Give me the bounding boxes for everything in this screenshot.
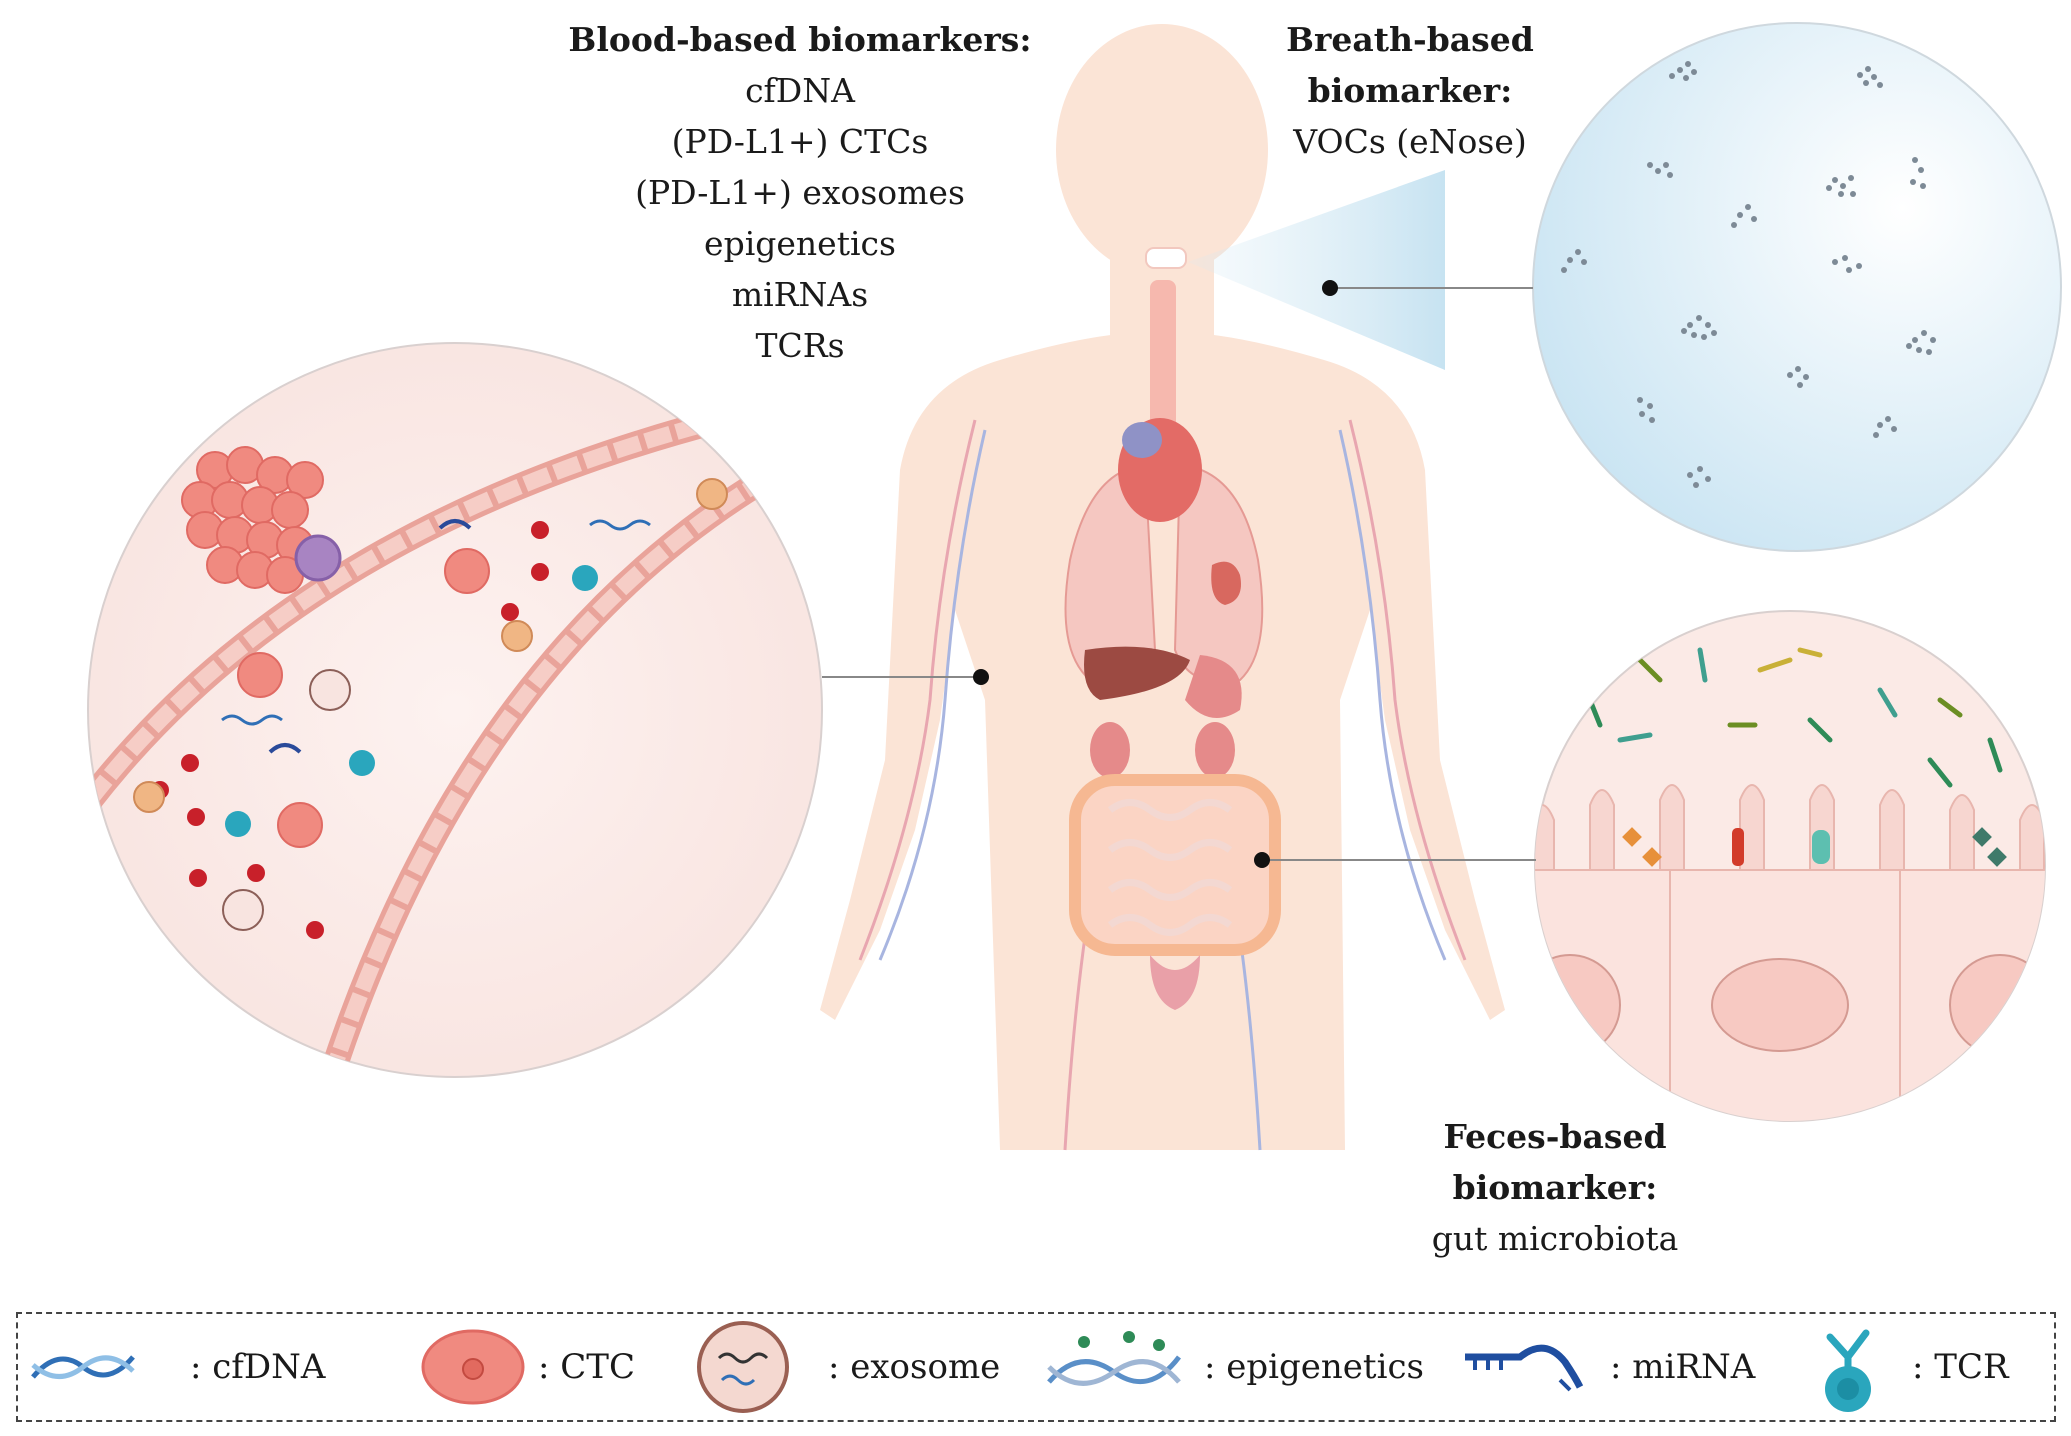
- blood-item: miRNAs: [731, 275, 869, 314]
- bladder: [1150, 955, 1200, 1010]
- vein-left-arm-blue: [878, 429, 987, 961]
- ctc-icon: [421, 1329, 525, 1405]
- vein-right-arm: [1348, 419, 1467, 961]
- tumor-cluster: [181, 446, 324, 594]
- pointer-dot-blood: [973, 669, 989, 685]
- cfdna-strands: [221, 519, 651, 726]
- blood-item: (PD-L1+) CTCs: [671, 122, 929, 161]
- nucleus: [1711, 958, 1849, 1052]
- vein-left-arm: [858, 419, 977, 961]
- legend-label: : miRNA: [1610, 1347, 1756, 1387]
- vessel-wall-lower-cells: [322, 463, 785, 1077]
- legend-item-epigenetics: : epigenetics: [1044, 1314, 1424, 1420]
- breath-beam: [1188, 170, 1445, 370]
- legend-item-ctc: : CTC: [418, 1314, 635, 1420]
- feces-heading-line1: Feces-based: [1443, 1117, 1667, 1156]
- blood-item: (PD-L1+) exosomes: [635, 173, 965, 212]
- mirna-icon: [1465, 1344, 1584, 1392]
- gut-cell-markers: [1622, 827, 2007, 867]
- cfdna-icon: [31, 1355, 135, 1379]
- feces-biomarker-label: Feces-based biomarker: gut microbiota: [1390, 1111, 1720, 1264]
- kidney-right: [1195, 722, 1235, 778]
- immune-cells: [133, 478, 728, 813]
- blood-biomarkers-label: Blood-based biomarkers: cfDNA (PD-L1+) C…: [510, 14, 1090, 371]
- legend-label: : TCR: [1912, 1347, 2009, 1387]
- blood-item: epigenetics: [704, 224, 896, 263]
- tcr-icon: [1825, 1329, 1871, 1412]
- large-intestine: [1069, 774, 1281, 956]
- lung-tumor: [1211, 561, 1241, 605]
- kidney-left: [1090, 722, 1130, 778]
- legend-label: : cfDNA: [190, 1347, 326, 1387]
- mirna-strands: [268, 519, 472, 754]
- epigenetics-icon: [1047, 1331, 1181, 1386]
- tcr-cells: [225, 565, 598, 837]
- feces-item: gut microbiota: [1431, 1219, 1679, 1258]
- torso-and-arms: [820, 331, 1505, 1150]
- blood-zoom-circle: [87, 342, 823, 1078]
- exosomes: [222, 669, 351, 931]
- pointer-dot-breath: [1322, 280, 1338, 296]
- gut-zoom-circle: [1534, 610, 2046, 1122]
- breath-zoom-circle: [1532, 22, 2062, 552]
- vein-right-arm-blue: [1338, 429, 1447, 961]
- liver: [1084, 646, 1190, 700]
- bacteria: [1587, 647, 2003, 788]
- legend-label: : epigenetics: [1204, 1347, 1424, 1387]
- breath-heading-line1: Breath-based: [1286, 20, 1534, 59]
- heart-vessels: [1122, 422, 1162, 458]
- macrophage: [294, 534, 342, 582]
- nasal-cavity: [1145, 247, 1187, 269]
- vessel-wall-upper-cells: [88, 412, 723, 805]
- trachea: [1150, 280, 1176, 430]
- pointer-dot-gut: [1254, 852, 1270, 868]
- head: [1056, 24, 1268, 276]
- small-intestine: [1107, 799, 1233, 936]
- legend-label: : exosome: [828, 1347, 1001, 1387]
- breath-heading-line2: biomarker:: [1307, 71, 1513, 110]
- ctc-cells: [237, 548, 490, 848]
- legend-label: : CTC: [538, 1347, 635, 1387]
- stomach: [1185, 655, 1242, 718]
- legend-box: : cfDNA : CTC : exosome : epigenetics: [16, 1312, 2056, 1422]
- human-body: [820, 24, 1505, 1151]
- connectors: [822, 287, 1536, 861]
- breath-biomarker-label: Breath-based biomarker: VOCs (eNose): [1260, 14, 1560, 167]
- legend-item-mirna: : miRNA: [1460, 1314, 1755, 1420]
- feces-heading-line2: biomarker:: [1452, 1168, 1658, 1207]
- exosome-icon: [697, 1321, 789, 1413]
- blood-item: cfDNA: [745, 71, 855, 110]
- blood-item: TCRs: [755, 326, 845, 365]
- blood-heading: Blood-based biomarkers:: [568, 20, 1032, 59]
- voc-molecules: [1561, 61, 1936, 488]
- legend-item-tcr: : TCR: [1808, 1314, 2009, 1420]
- legend-item-cfdna: : cfDNA: [28, 1314, 325, 1420]
- breath-item: VOCs (eNose): [1293, 122, 1527, 161]
- legend-item-exosome: : exosome: [694, 1314, 1000, 1420]
